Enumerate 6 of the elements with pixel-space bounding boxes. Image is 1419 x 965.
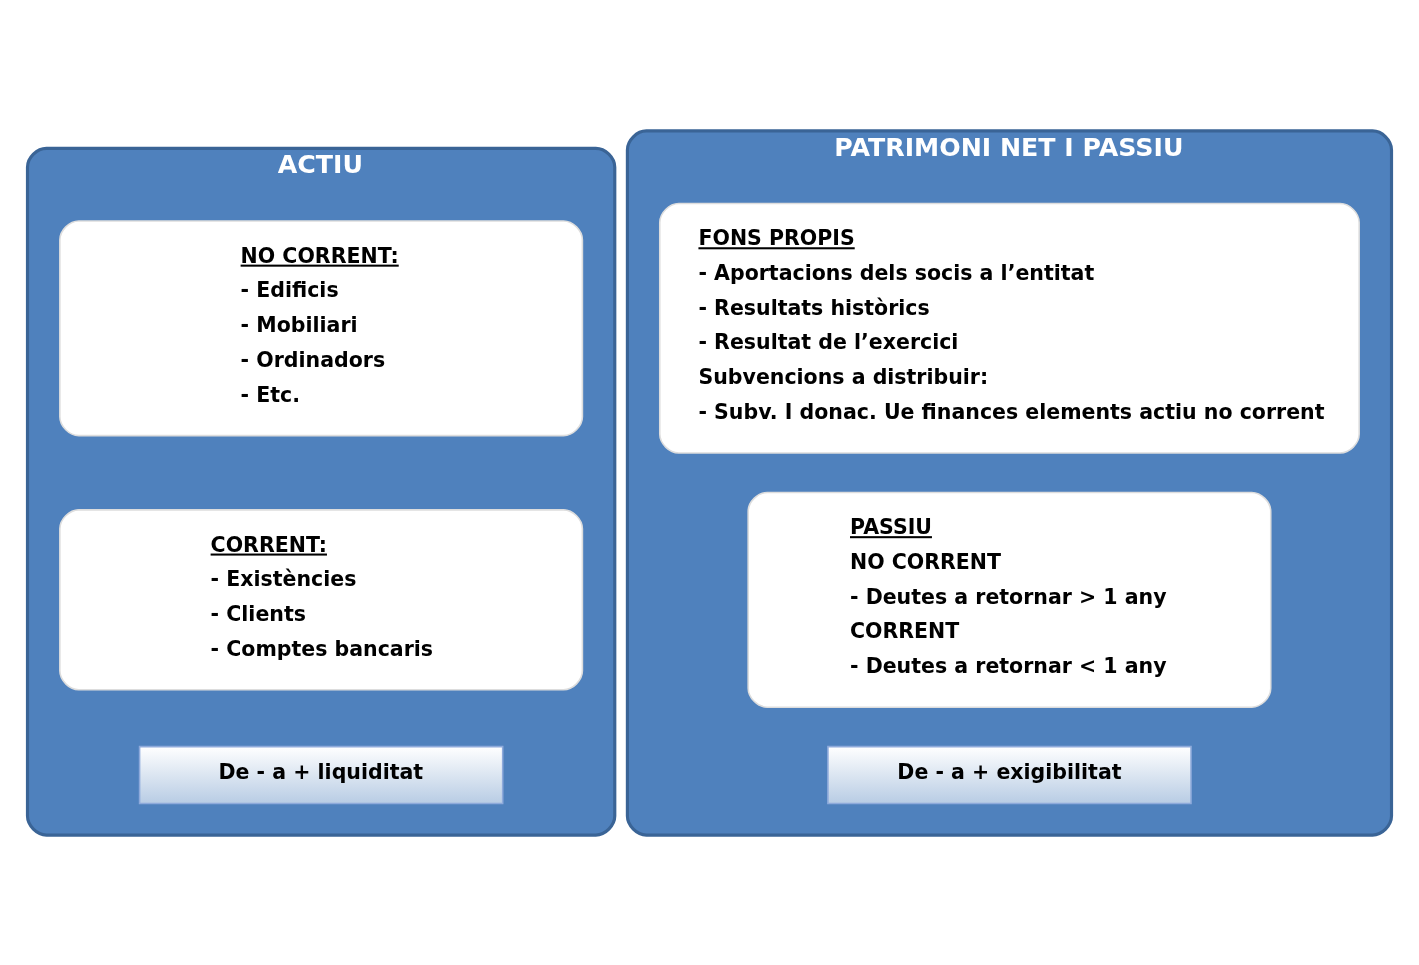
node-box: NO CORRENT: - Edificis - Mobiliari - Ordinadors - Etc. <box>59 219 584 436</box>
node-box: De - a + liquiditat <box>138 745 504 804</box>
node-box: PASSIU NO CORRENT - Deutes a retornar > 1 any CORRENT - Deutes a retornar < 1 any <box>747 491 1272 708</box>
node-box: FONS PROPIS - Aportacions dels socis a l’entitat - Resultats històrics - Resultat de l’exercici Subvencions a distribuir: - Subv. I donac. Ue finances elements actiu no corrent <box>659 202 1360 454</box>
node-box: De - a + exigibilitat <box>827 745 1192 804</box>
node-box: CORRENT: - Existències - Clients - Comptes bancaris <box>59 508 584 691</box>
